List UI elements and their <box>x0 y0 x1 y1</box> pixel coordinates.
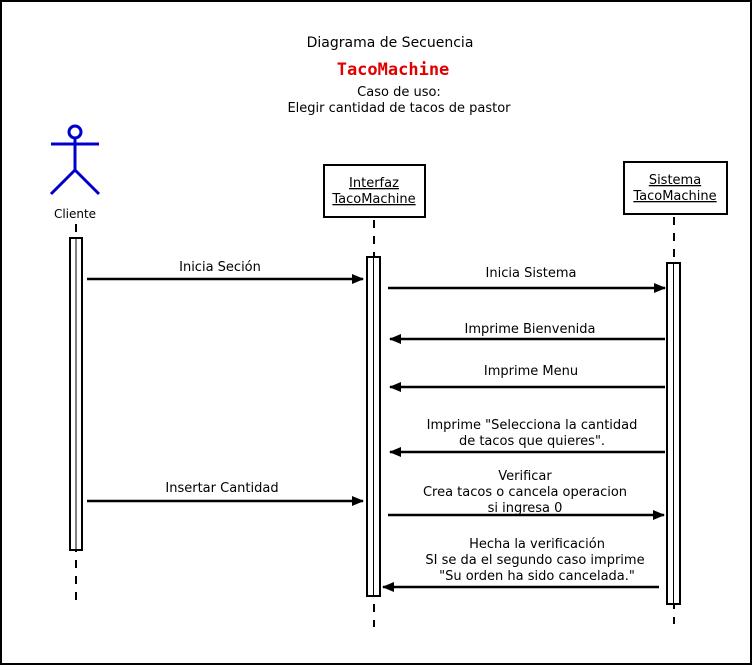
message-label-hecha-verificacion-line2: SI se da el segundo caso imprime <box>425 553 644 568</box>
participant-interfaz-box <box>323 164 426 218</box>
message-label-imprime-selecciona-line1: Imprime "Selecciona la cantidad <box>427 418 638 433</box>
message-label-verificar-line3: si ingresa 0 <box>488 501 563 516</box>
message-label-verificar-line1: Verificar <box>498 469 552 484</box>
use-case-name: Elegir cantidad de tacos de pastor <box>287 101 511 116</box>
message-label-verificar-line2: Crea tacos o cancela operacion <box>423 485 627 500</box>
stick-figure-actor-icon <box>49 124 101 196</box>
participant-sistema-box <box>623 161 728 215</box>
activation-interfaz <box>366 256 381 597</box>
message-label-imprime-menu: Imprime Menu <box>484 364 578 379</box>
activation-cliente <box>69 237 83 551</box>
activation-sistema <box>666 262 681 605</box>
participant-sistema-label-line1: Sistema <box>649 173 701 188</box>
brand-title: TacoMachine <box>337 60 450 80</box>
use-case-label: Caso de uso: <box>357 85 441 100</box>
message-label-insertar-cantidad: Insertar Cantidad <box>165 481 278 496</box>
participant-sistema-label-line2: TacoMachine <box>632 189 716 204</box>
message-label-inicia-sistema: Inicia Sistema <box>486 266 577 281</box>
actor-cliente-label: Cliente <box>54 207 96 221</box>
message-label-hecha-verificacion-line3: "Su orden ha sido cancelada." <box>439 569 635 584</box>
participant-interfaz-label-line2: TacoMachine <box>331 192 415 207</box>
diagram-title: Diagrama de Secuencia <box>307 35 474 51</box>
message-label-imprime-selecciona-line2: de tacos que quieres". <box>459 434 605 449</box>
message-label-inicia-sesion: Inicia Seción <box>179 260 261 275</box>
participant-interfaz-label-line1: Interfaz <box>349 176 399 191</box>
message-label-hecha-verificacion-line1: Hecha la verificación <box>469 537 605 552</box>
message-label-imprime-bienvenida: Imprime Bienvenida <box>464 322 595 337</box>
